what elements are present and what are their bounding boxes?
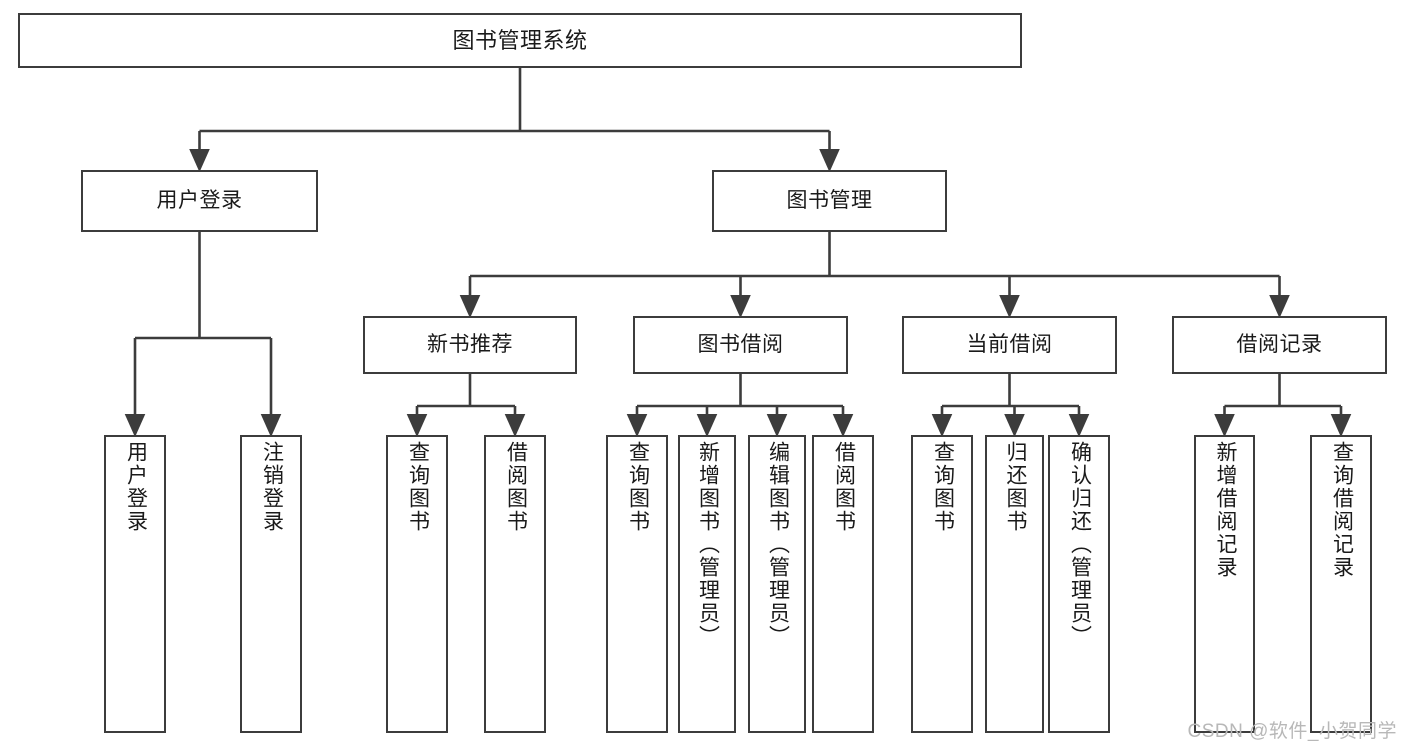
node-label: 用户登录 bbox=[156, 188, 243, 212]
node-leaf-confirm-return[interactable]: 确认归还（管理员） bbox=[1048, 435, 1110, 733]
node-leaf-query-book-2[interactable]: 查询图书 bbox=[606, 435, 668, 733]
node-book-manage[interactable]: 图书管理 bbox=[712, 170, 947, 232]
node-leaf-query-record[interactable]: 查询借阅记录 bbox=[1310, 435, 1372, 733]
node-label: 查询图书 bbox=[931, 441, 955, 533]
node-current-borrow[interactable]: 当前借阅 bbox=[902, 316, 1117, 374]
node-label: 查询借阅记录 bbox=[1330, 441, 1354, 579]
node-label: 编辑图书（管理员） bbox=[766, 441, 790, 648]
node-label: 查询图书 bbox=[406, 441, 430, 533]
node-new-book-rec[interactable]: 新书推荐 bbox=[363, 316, 577, 374]
node-leaf-query-book-1[interactable]: 查询图书 bbox=[386, 435, 448, 733]
node-label: 图书管理 bbox=[786, 188, 873, 212]
node-leaf-edit-book[interactable]: 编辑图书（管理员） bbox=[748, 435, 806, 733]
node-label: 图书借阅 bbox=[697, 332, 784, 356]
node-label: 借阅图书 bbox=[832, 441, 856, 533]
node-label: 新增借阅记录 bbox=[1213, 441, 1237, 579]
node-label: 借阅图书 bbox=[504, 441, 528, 533]
node-label: 注销登录 bbox=[260, 441, 284, 533]
node-label: 用户登录 bbox=[124, 441, 148, 533]
node-leaf-return-book[interactable]: 归还图书 bbox=[985, 435, 1044, 733]
node-label: 当前借阅 bbox=[966, 332, 1053, 356]
node-label: 归还图书 bbox=[1003, 441, 1027, 533]
node-label: 图书管理系统 bbox=[452, 27, 588, 53]
node-leaf-user-login[interactable]: 用户登录 bbox=[104, 435, 166, 733]
node-root[interactable]: 图书管理系统 bbox=[18, 13, 1022, 68]
node-leaf-query-book-3[interactable]: 查询图书 bbox=[911, 435, 973, 733]
node-leaf-logout[interactable]: 注销登录 bbox=[240, 435, 302, 733]
watermark-label: CSDN @软件_小贺同学 bbox=[1187, 721, 1397, 742]
node-label: 查询图书 bbox=[626, 441, 650, 533]
node-label: 借阅记录 bbox=[1236, 332, 1323, 356]
node-label: 确认归还（管理员） bbox=[1068, 441, 1092, 648]
node-label: 新书推荐 bbox=[427, 332, 513, 356]
node-leaf-borrow-book-2[interactable]: 借阅图书 bbox=[812, 435, 874, 733]
node-leaf-add-book[interactable]: 新增图书（管理员） bbox=[678, 435, 736, 733]
node-user-login[interactable]: 用户登录 bbox=[81, 170, 318, 232]
node-book-borrow[interactable]: 图书借阅 bbox=[633, 316, 848, 374]
node-leaf-add-record[interactable]: 新增借阅记录 bbox=[1194, 435, 1255, 733]
node-borrow-record[interactable]: 借阅记录 bbox=[1172, 316, 1387, 374]
node-label: 新增图书（管理员） bbox=[696, 441, 720, 648]
node-leaf-borrow-book-1[interactable]: 借阅图书 bbox=[484, 435, 546, 733]
